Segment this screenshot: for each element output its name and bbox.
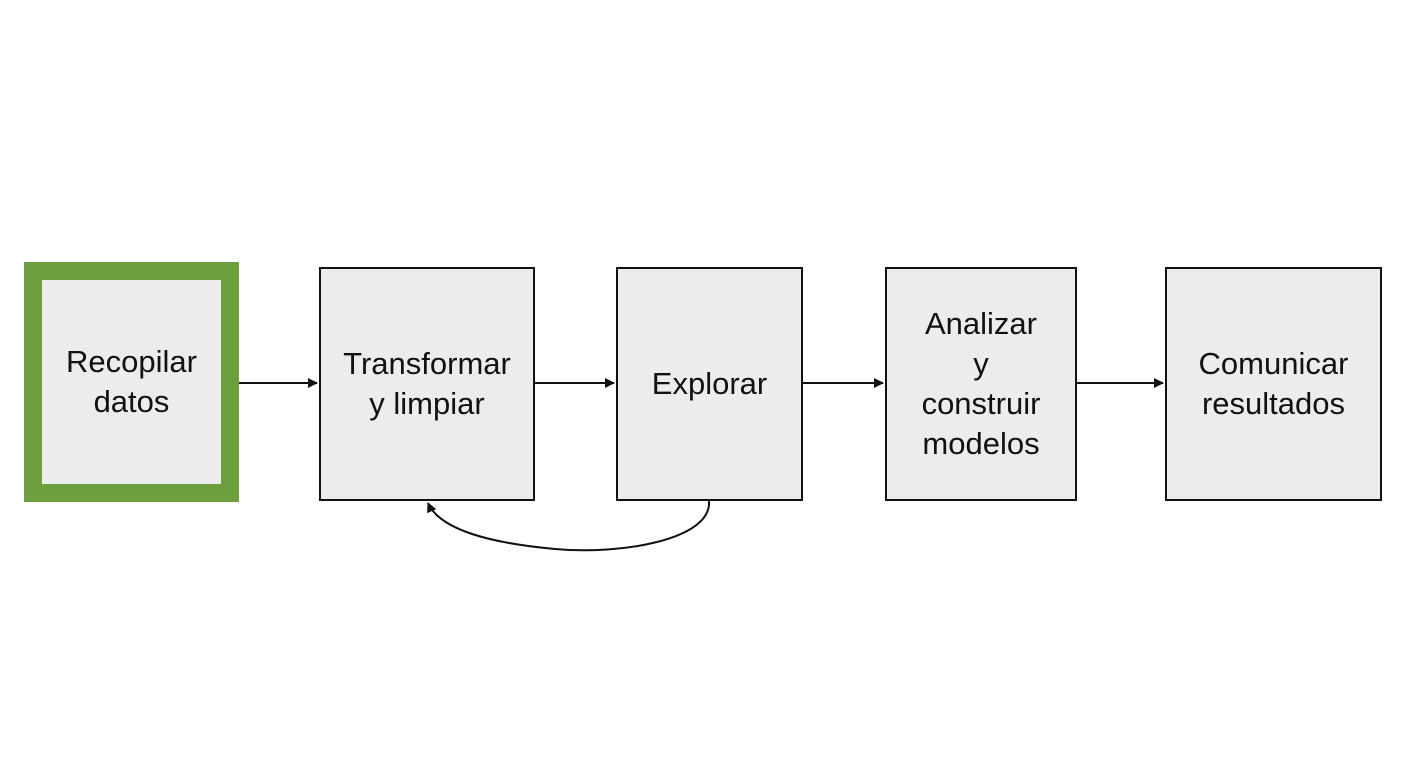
step-explorar: Explorar: [616, 267, 803, 501]
step-label: Comunicar resultados: [1198, 346, 1349, 421]
step-label: Analizar y construir modelos: [921, 306, 1041, 461]
step-label: Transformar y limpiar: [343, 346, 511, 421]
step-transformar-limpiar: Transformar y limpiar: [319, 267, 535, 501]
step-comunicar-resultados: Comunicar resultados: [1165, 267, 1382, 501]
feedback-arrow-explorar-to-transformar: [427, 500, 711, 552]
step-label: Recopilar datos: [66, 344, 197, 419]
step-analizar-modelos: Analizar y construir modelos: [885, 267, 1077, 501]
step-label: Explorar: [651, 366, 768, 401]
step-recopilar-datos: Recopilar datos: [24, 262, 239, 502]
